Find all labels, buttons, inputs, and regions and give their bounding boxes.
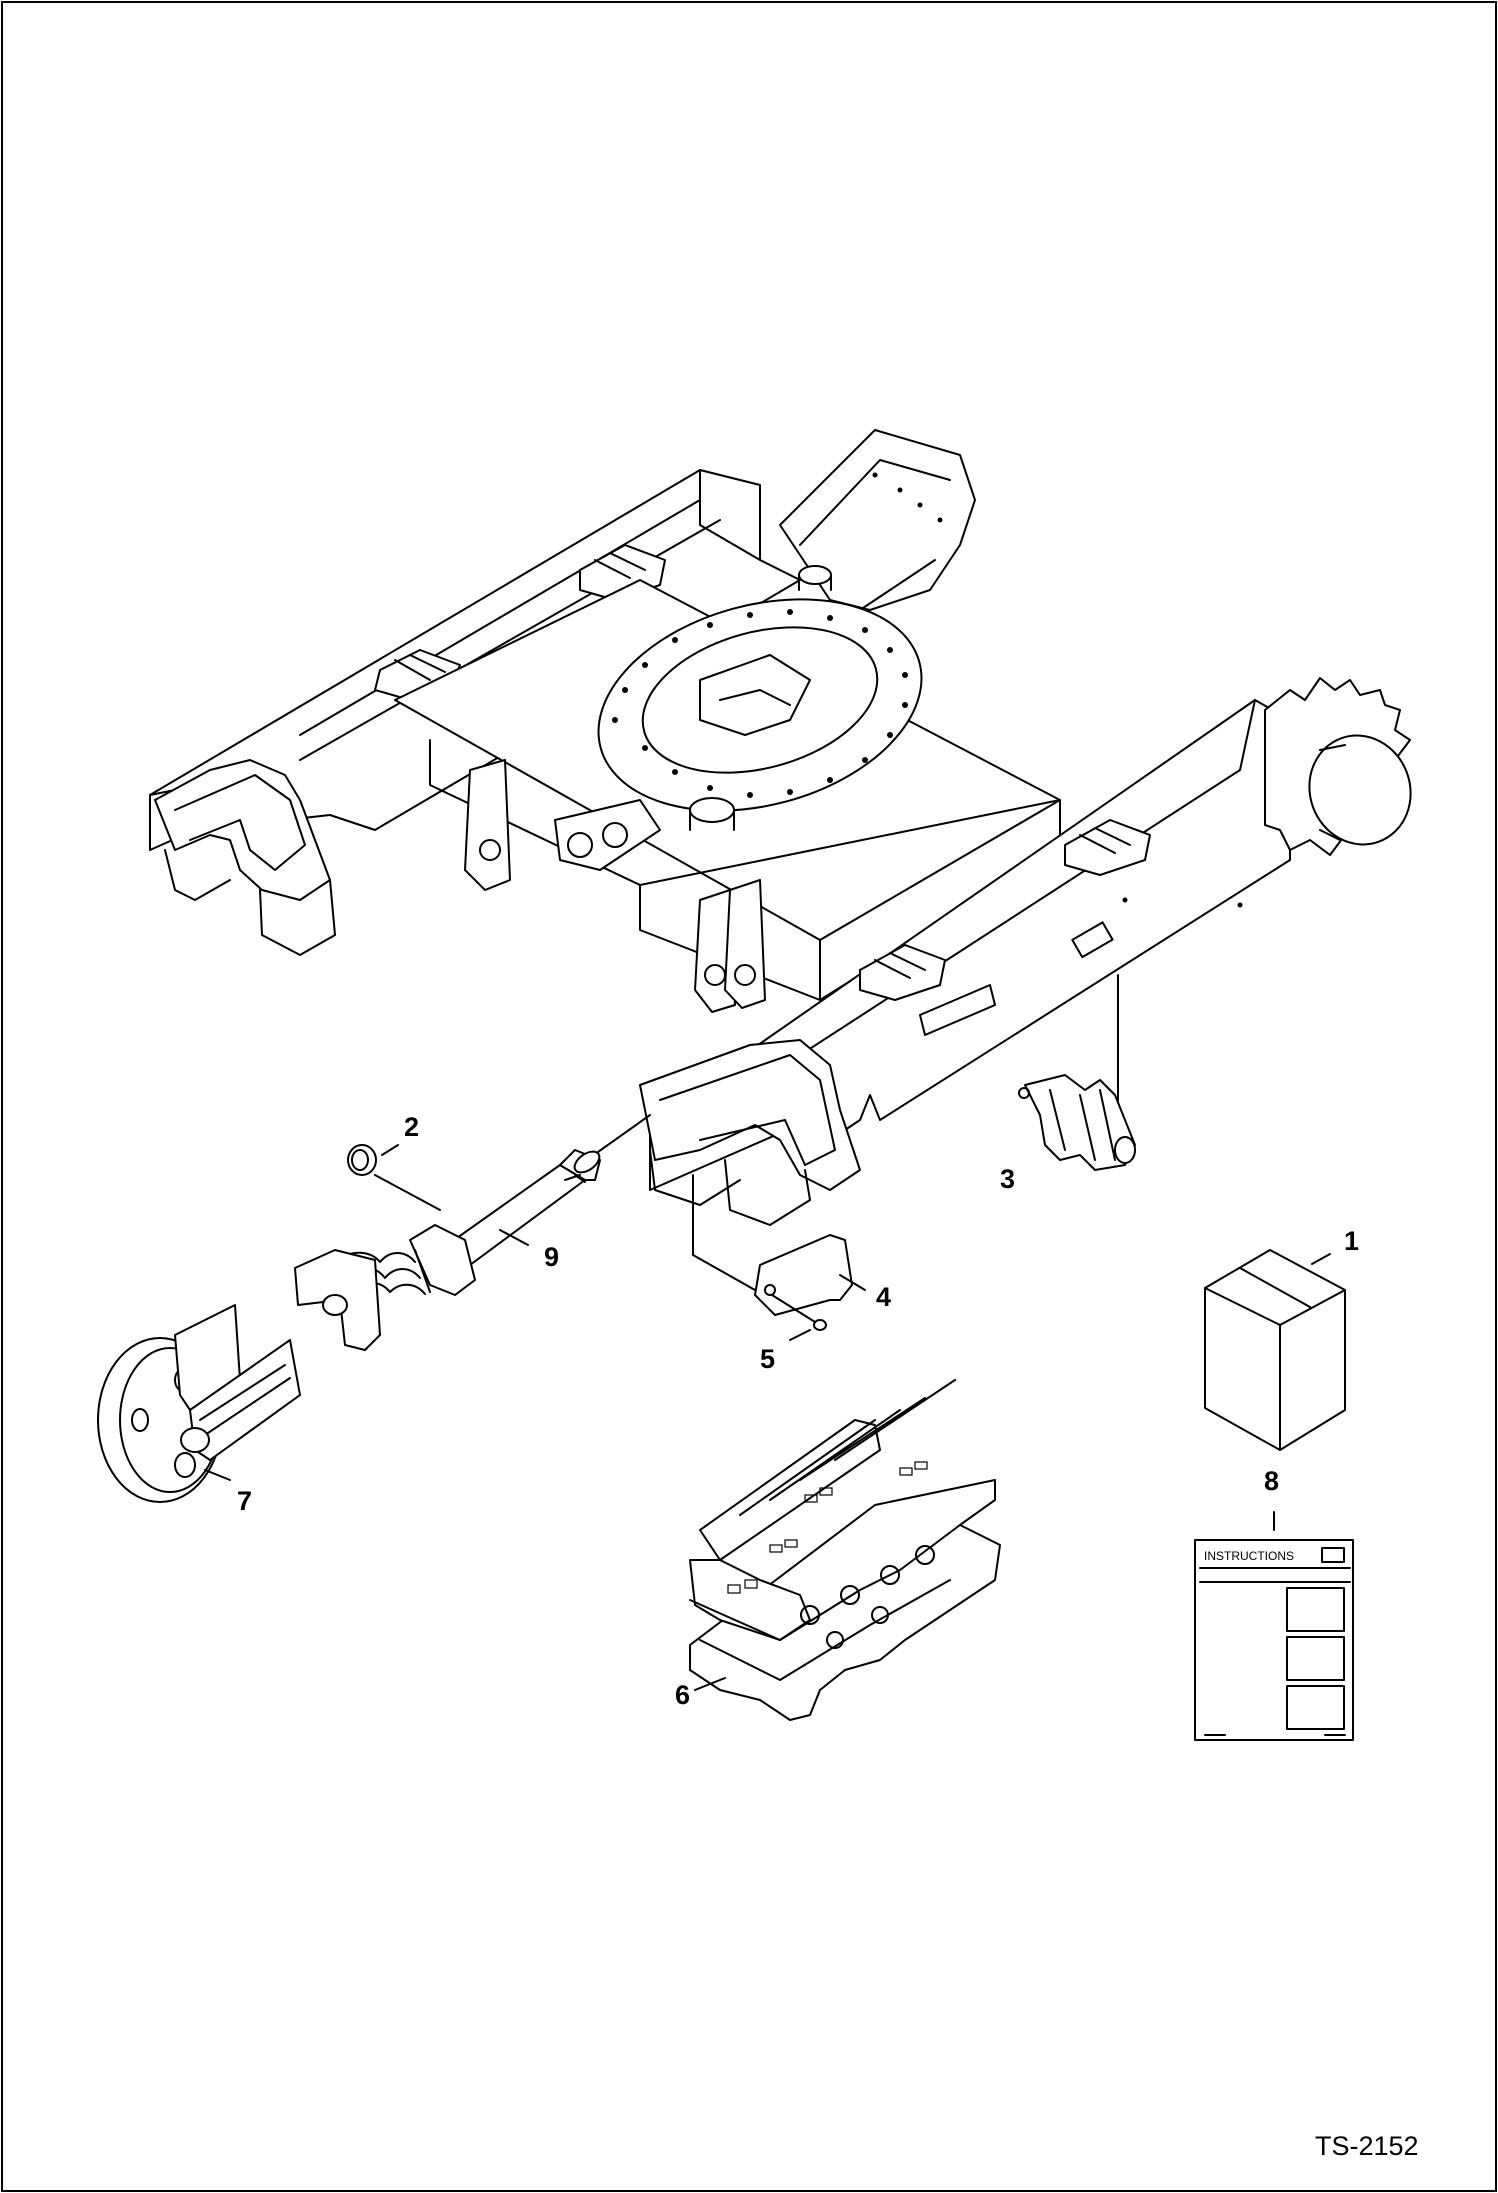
callout-labels: 1 2 3 4 5 6 7 8 9 [237,1112,1359,1710]
callout-9: 9 [544,1242,559,1272]
callout-2: 2 [404,1112,419,1142]
callout-1: 1 [1344,1226,1359,1256]
callout-5: 5 [760,1344,775,1374]
drawing-number: TS-2152 [1315,2131,1419,2161]
track-roller-part [1018,1074,1136,1171]
front-idler-part [97,1304,301,1503]
manual-cover-label: INSTRUCTIONS [1204,1549,1294,1563]
turntable-bolt-holes [612,609,908,798]
bolt-part [771,1294,827,1341]
bushing-part [347,1144,441,1211]
track-adjuster-part [294,1149,601,1351]
sprocket-drive-motor [1264,677,1412,856]
guard-plate-part [692,1174,866,1316]
steel-track-part [689,1379,1001,1721]
callout-6: 6 [675,1680,690,1710]
parts-box-part [1204,1249,1346,1451]
callout-3: 3 [1000,1164,1015,1194]
callout-7: 7 [237,1486,252,1516]
undercarriage-frame [149,429,1412,1226]
instruction-manual-part: INSTRUCTIONS [1194,1511,1354,1741]
callout-8: 8 [1264,1466,1279,1496]
callout-4: 4 [876,1282,891,1312]
